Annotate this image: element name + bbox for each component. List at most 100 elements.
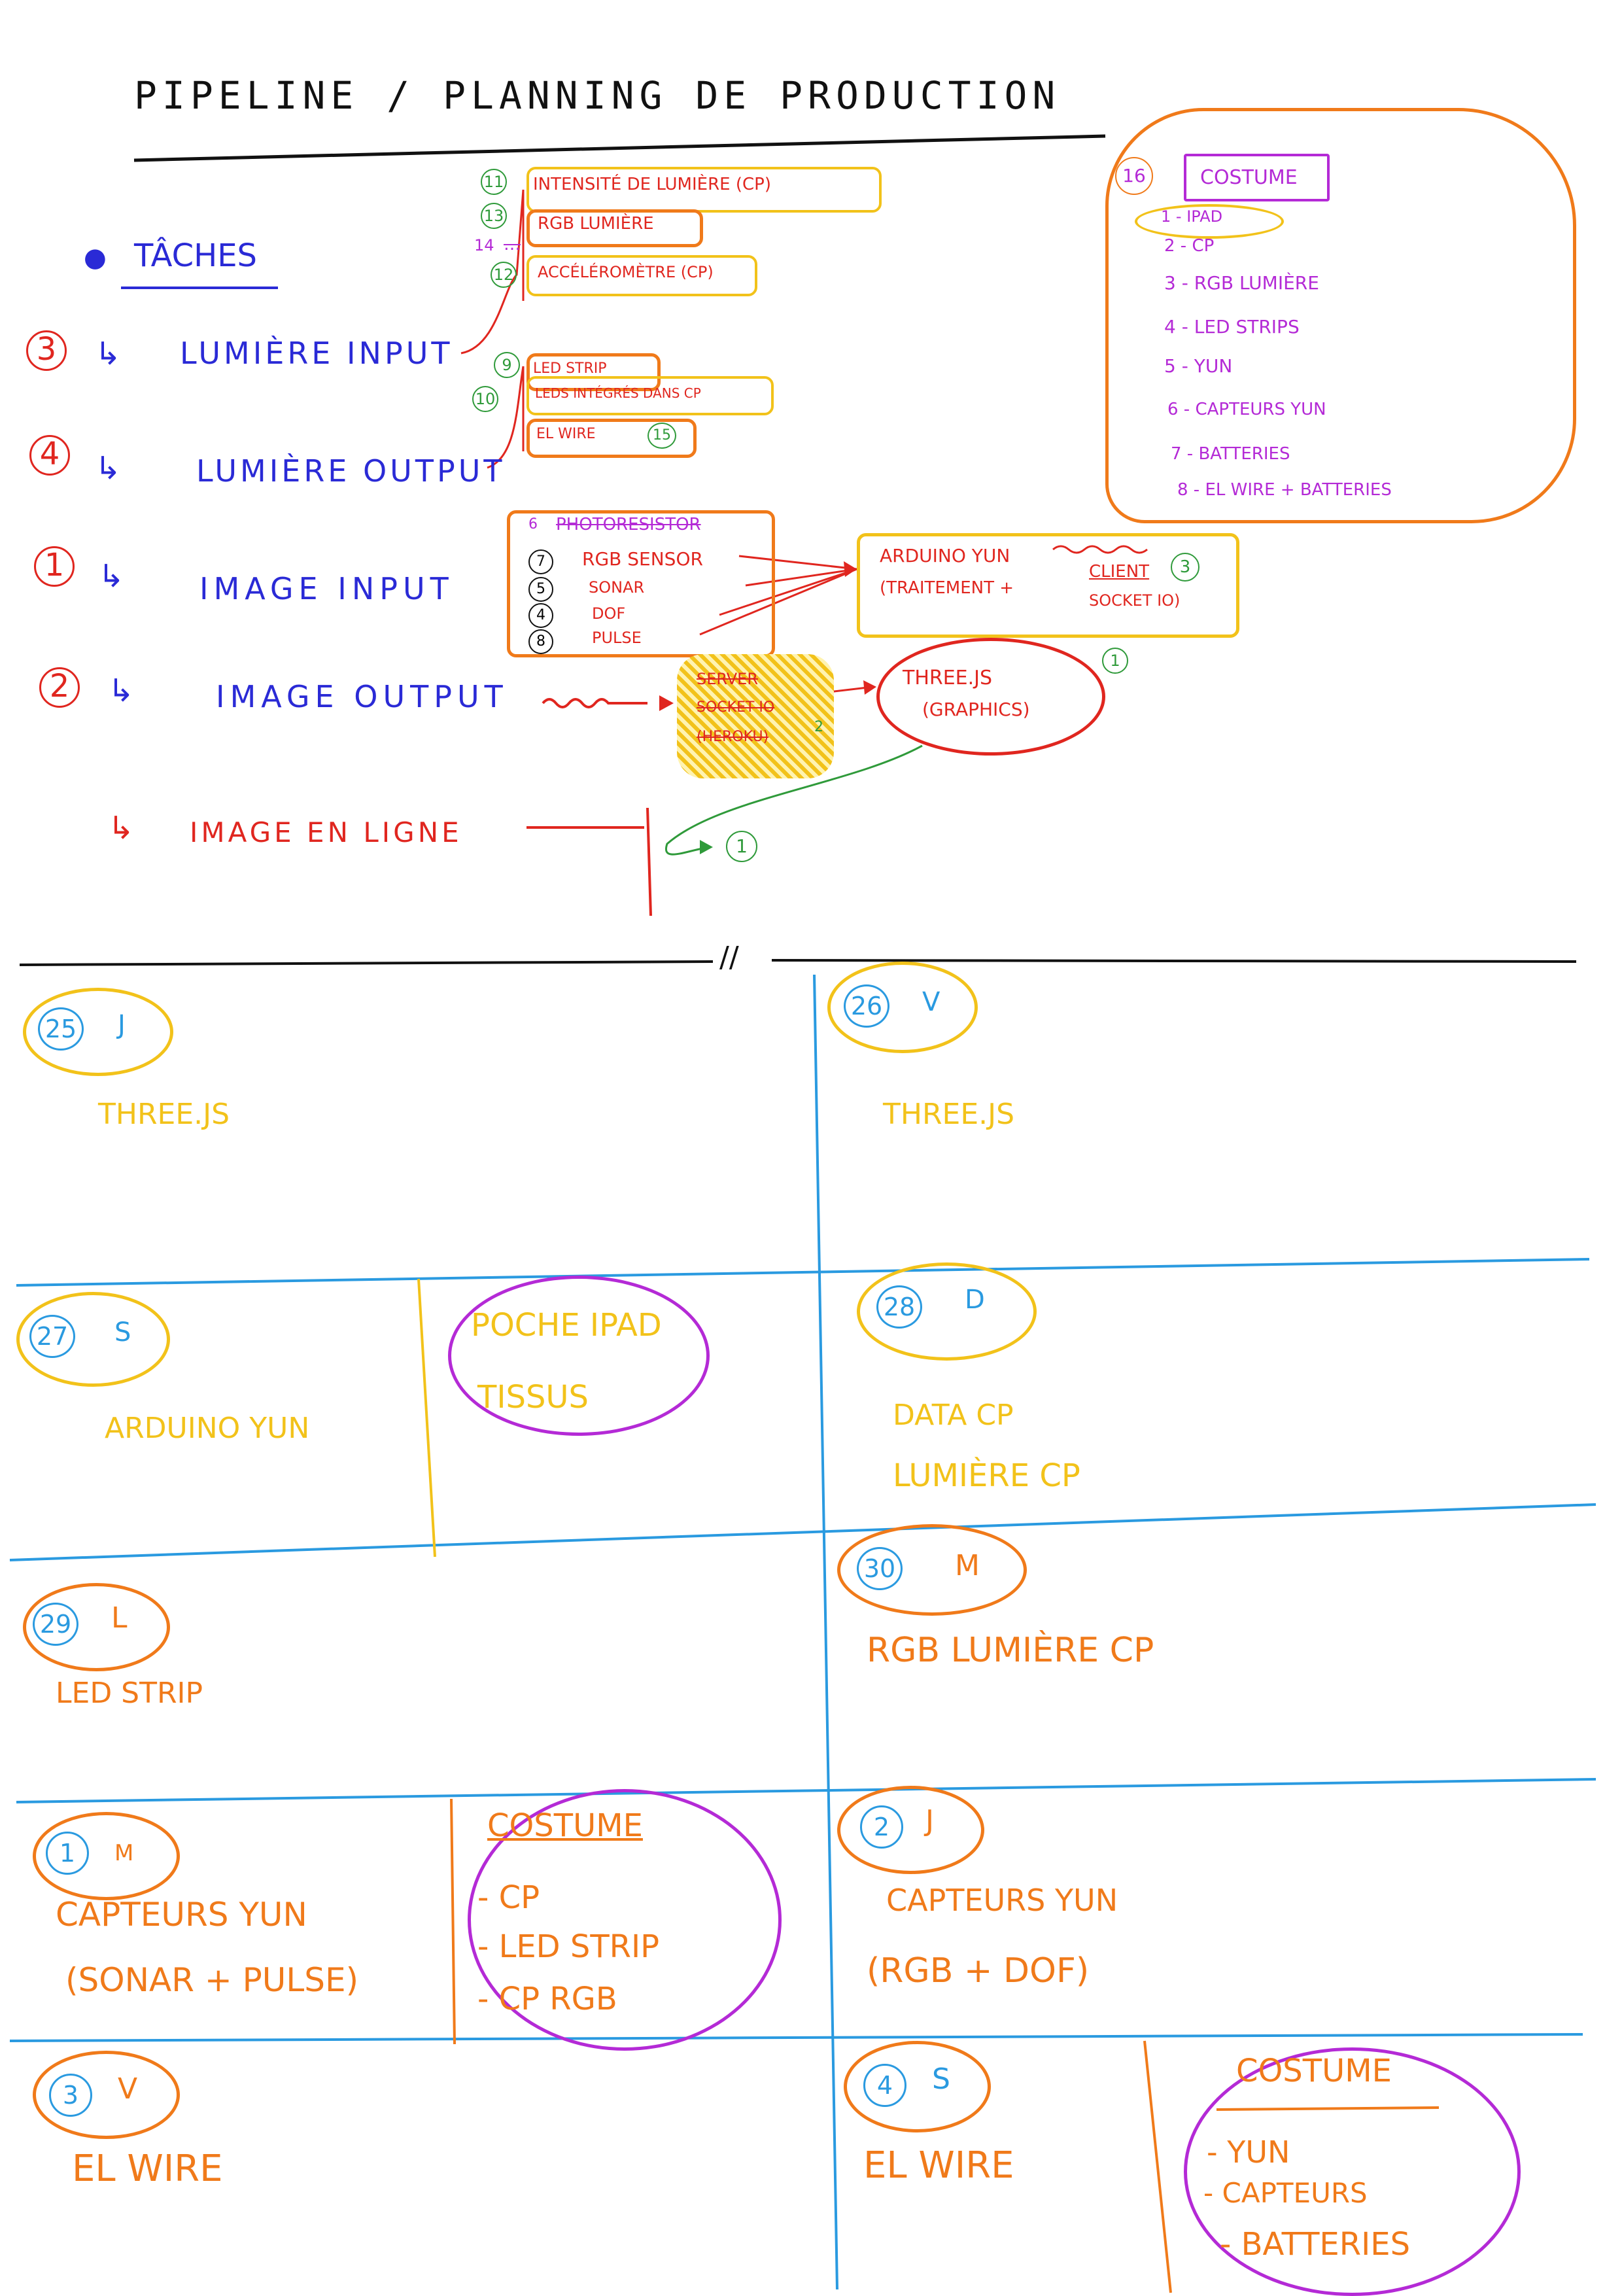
sub-rgb-lumiere: RGB LUMIÈRE	[538, 214, 654, 234]
day-number: 25	[38, 1007, 84, 1051]
task-arrow-icon: ↳	[108, 810, 135, 846]
day-letter: D	[965, 1285, 985, 1315]
costume-item: 5 - YUN	[1164, 355, 1233, 377]
three-line2: (GRAPHICS)	[922, 699, 1030, 720]
lumiere-output-box-3	[526, 419, 697, 458]
sub-num: 13	[481, 203, 507, 229]
day-task: THREE.JS	[98, 1098, 230, 1131]
costume-panel-header-box	[1184, 154, 1330, 201]
extra-line: - BATTERIES	[1220, 2226, 1411, 2263]
task-num-image-input: 1	[34, 546, 75, 587]
day-task: DATA CP	[893, 1399, 1014, 1432]
task-arrow-icon: ↳	[95, 336, 122, 372]
day-task: (RGB + DOF)	[867, 1951, 1090, 1991]
taches-header: TÂCHES	[134, 237, 257, 274]
arduino-num: 3	[1171, 553, 1199, 582]
task-num-lumiere-output: 4	[29, 435, 70, 476]
task-image-input: IMAGE INPUT	[199, 571, 454, 606]
sub-sonar: SONAR	[589, 578, 645, 597]
sub-el-wire: EL WIRE	[536, 426, 596, 442]
extra-line: - YUN	[1207, 2134, 1290, 2170]
day-number: 27	[29, 1315, 75, 1358]
day-letter: L	[111, 1601, 128, 1635]
day-task: ARDUINO YUN	[105, 1412, 310, 1445]
day-ring	[23, 988, 173, 1076]
day-letter: V	[118, 2072, 138, 2106]
costume-item: 8 - EL WIRE + BATTERIES	[1177, 480, 1392, 500]
arduino-client: CLIENT	[1089, 562, 1150, 582]
costume-item: 6 - CAPTEURS YUN	[1167, 400, 1326, 419]
arduino-socket: SOCKET IO)	[1089, 591, 1181, 610]
lumiere-input-box-1	[526, 167, 882, 213]
costume-item: 1 - IPAD	[1161, 207, 1223, 226]
task-num-lumiere-input: 3	[26, 330, 67, 371]
day-ring	[837, 1524, 1027, 1616]
day-ring	[33, 1812, 180, 1900]
three-ellipse	[876, 638, 1105, 756]
day-letter: V	[922, 987, 940, 1017]
sub-num: 10	[472, 386, 498, 412]
arduino-line2: (TRAITEMENT +	[880, 578, 1014, 598]
task-arrow-icon: ↳	[98, 558, 125, 595]
day-ring	[844, 2041, 991, 2132]
sub-dof: DOF	[592, 604, 626, 623]
extra-ring	[448, 1276, 710, 1436]
sub-led-strip: LED STRIP	[533, 360, 607, 377]
day-task: EL WIRE	[863, 2144, 1014, 2187]
day-number: 4	[863, 2064, 906, 2107]
day-number: 30	[857, 1547, 903, 1590]
day-ring	[33, 2051, 180, 2139]
lumiere-input-box-3	[526, 255, 757, 296]
server-line1: SERVER	[697, 670, 759, 688]
day-ring	[827, 962, 978, 1053]
costume-panel-header: COSTUME	[1200, 166, 1298, 189]
taches-bullet: ●	[84, 243, 107, 273]
sub-num: 9	[494, 352, 520, 378]
sub-intensite: INTENSITÉ DE LUMIÈRE (CP)	[533, 175, 771, 194]
day-number: 29	[33, 1603, 78, 1646]
day-task: EL WIRE	[72, 2148, 223, 2190]
extra-title: COSTUME	[487, 1807, 643, 1844]
day-task: THREE.JS	[883, 1098, 1015, 1131]
sub-pulse: PULSE	[592, 629, 642, 647]
day-task: CAPTEURS YUN	[886, 1883, 1118, 1918]
day-number: 1	[46, 1832, 89, 1875]
task-arrow-icon: ↳	[108, 672, 135, 709]
costume-item: 4 - LED STRIPS	[1164, 316, 1300, 338]
day-letter: J	[118, 1010, 126, 1040]
day-ring	[16, 1292, 170, 1387]
day-ring	[857, 1262, 1037, 1361]
sub-rgb-sensor: RGB SENSOR	[582, 548, 703, 570]
task-image-output: IMAGE OUTPUT	[216, 679, 508, 714]
sub-num: 7	[528, 549, 553, 574]
extra-ring	[468, 1789, 782, 2051]
server-line2: SOCKET IO	[697, 699, 775, 716]
sub-num: 15	[647, 423, 676, 449]
day-letter: M	[955, 1549, 980, 1582]
sub-num: 14	[474, 236, 494, 254]
costume-item: 3 - RGB LUMIÈRE	[1164, 272, 1319, 294]
task-lumiere-output: LUMIÈRE OUTPUT	[196, 453, 506, 489]
day-number: 28	[876, 1285, 922, 1329]
extra-line: POCHE IPAD	[471, 1307, 662, 1344]
costume-panel	[1105, 108, 1576, 523]
ipad-highlight	[1135, 204, 1284, 239]
sub-accelerometre: ACCÉLÉROMÈTRE (CP)	[538, 263, 714, 281]
lumiere-input-box-2	[526, 209, 703, 247]
extra-line: - LED STRIP	[477, 1928, 660, 1965]
costume-item: 2 - CP	[1164, 236, 1215, 256]
divider-mark: //	[719, 941, 739, 974]
sub-num: 8	[528, 629, 553, 654]
sub-num: 11	[481, 169, 507, 195]
day-task: CAPTEURS YUN	[56, 1896, 307, 1934]
extra-title: COSTUME	[1236, 2053, 1392, 2089]
sub-num: 5	[528, 577, 553, 602]
day-number: 26	[844, 984, 889, 1028]
day-task: LUMIÈRE CP	[893, 1457, 1080, 1494]
day-task: RGB LUMIÈRE CP	[867, 1631, 1154, 1670]
page-title: PIPELINE / PLANNING DE PRODUCTION	[134, 73, 1061, 118]
three-num: 1	[1102, 648, 1128, 674]
arduino-box	[857, 533, 1239, 638]
day-ring	[837, 1786, 984, 1874]
